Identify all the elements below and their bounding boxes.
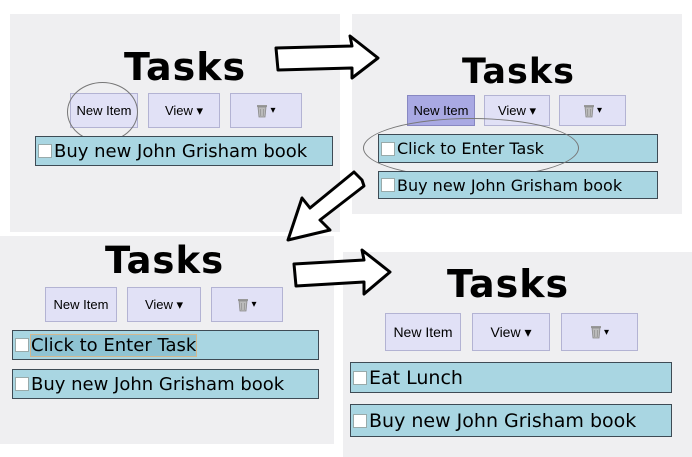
trash-button[interactable]: ▾	[211, 287, 283, 322]
task-checkbox[interactable]	[353, 413, 367, 428]
view-label: View ▾	[490, 323, 532, 340]
chevron-down-icon: ▾	[270, 105, 276, 116]
chevron-down-icon: ▾	[596, 105, 603, 116]
task-label[interactable]: Buy new John Grisham book	[369, 409, 637, 432]
trash-button[interactable]: ▾	[559, 95, 626, 126]
view-button[interactable]: View ▾	[148, 93, 220, 128]
chevron-down-icon: ▾	[603, 326, 610, 338]
new-item-label: New Item	[393, 324, 453, 340]
trash-button[interactable]: ▾	[561, 313, 638, 351]
view-label: View ▾	[164, 102, 204, 118]
page-title: Tasks	[124, 45, 247, 89]
view-button[interactable]: View ▾	[127, 287, 201, 322]
task-input-selected[interactable]: Click to Enter Task	[29, 333, 198, 357]
task-row[interactable]: Buy new John Grisham book	[35, 136, 333, 166]
page-title: Tasks	[105, 239, 225, 282]
trash-button[interactable]: ▾	[230, 93, 302, 128]
task-checkbox[interactable]	[353, 370, 367, 385]
task-row[interactable]: Eat Lunch	[350, 362, 672, 393]
new-item-label: New Item	[53, 297, 109, 312]
task-label[interactable]: Buy new John Grisham book	[31, 373, 285, 395]
new-item-label: New Item	[413, 103, 469, 118]
task-row[interactable]: Buy new John Grisham book	[12, 369, 319, 399]
arrow-right-icon	[274, 34, 380, 80]
arrow-right-icon	[292, 248, 392, 296]
page-title: Tasks	[447, 262, 570, 306]
task-label[interactable]: Eat Lunch	[369, 366, 463, 389]
new-item-button[interactable]: New Item	[385, 313, 461, 351]
task-row[interactable]: Click to Enter Task	[12, 330, 319, 360]
task-checkbox[interactable]	[38, 144, 52, 158]
task-checkbox[interactable]	[15, 338, 29, 352]
task-checkbox[interactable]	[15, 377, 29, 391]
view-label: View ▾	[497, 102, 537, 118]
trash-icon	[583, 104, 595, 118]
view-label: View ▾	[144, 296, 184, 312]
chevron-down-icon: ▾	[251, 299, 257, 310]
trash-icon	[237, 298, 249, 312]
highlight-circle	[363, 118, 579, 178]
task-checkbox[interactable]	[381, 178, 395, 192]
task-row[interactable]: Buy new John Grisham book	[378, 171, 658, 199]
new-item-button[interactable]: New Item	[45, 287, 117, 322]
task-row[interactable]: Buy new John Grisham book	[350, 404, 672, 437]
arrow-down-left-icon	[286, 170, 366, 242]
page-title: Tasks	[462, 52, 575, 92]
view-button[interactable]: View ▾	[472, 313, 550, 351]
task-label[interactable]: Buy new John Grisham book	[397, 175, 623, 195]
highlight-circle	[67, 82, 138, 142]
trash-icon	[590, 325, 602, 339]
task-label[interactable]: Buy new John Grisham book	[54, 140, 308, 162]
trash-icon	[256, 104, 268, 118]
